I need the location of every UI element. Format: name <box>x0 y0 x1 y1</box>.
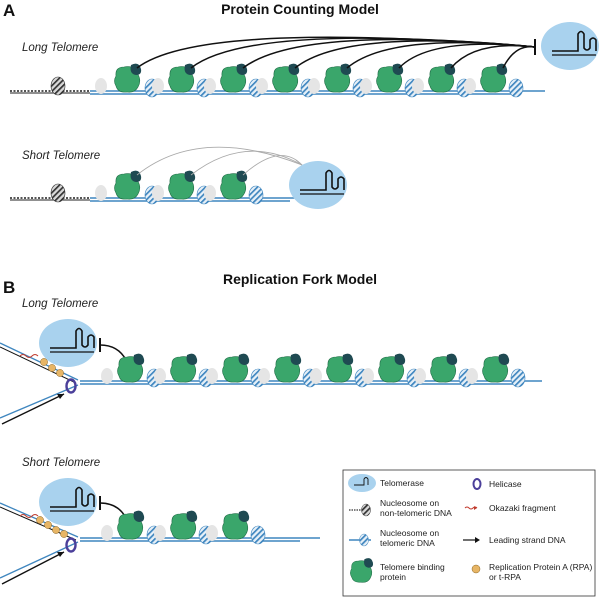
panel-a-title: Protein Counting Model <box>221 1 379 17</box>
legend-rpa-1: Replication Protein A (RPA) <box>489 562 592 572</box>
helicase-short <box>65 537 77 553</box>
legend-rpa-icon <box>471 564 481 574</box>
legend-helicase: Helicase <box>489 479 522 489</box>
panel-b-long-label: Long Telomere <box>22 298 98 310</box>
panel-b-long-inhibition <box>99 338 127 361</box>
legend-nucleosome-gray-icon <box>361 503 371 517</box>
legend-helicase-icon <box>472 478 482 490</box>
panel-a-short-telomerase <box>288 160 348 210</box>
panel-b-long-telomerase <box>38 318 98 368</box>
panel-a-long-telomerase <box>540 21 600 71</box>
legend-rpa-2: or t-RPA <box>489 572 521 582</box>
legend-nuc-telo-1: Nucleosome on <box>380 528 439 538</box>
rpa-chain-short <box>36 516 68 538</box>
legend-telomerase-icon <box>348 474 376 492</box>
legend-nucleosome-blue-icon <box>359 533 369 547</box>
panel-b-title: Replication Fork Model <box>223 271 377 287</box>
legend-telomerase: Telomerase <box>380 478 424 488</box>
legend-tbp-2: protein <box>380 572 406 582</box>
helicase-long <box>65 378 77 394</box>
panel-b-short-telomerase <box>38 477 98 527</box>
legend-nuc-telo-2: telomeric DNA <box>380 538 435 548</box>
panel-a-long-inhibition-arcs <box>136 36 536 69</box>
legend-nuc-nontelo-2: non-telomeric DNA <box>380 508 452 518</box>
panel-a-letter: A <box>3 1 15 20</box>
panel-b-long-array <box>101 353 526 388</box>
panel-a-short-label: Short Telomere <box>22 150 100 162</box>
panel-b-short-label: Short Telomere <box>22 457 100 469</box>
panel-b-letter: B <box>3 278 15 297</box>
legend: Telomerase Helicase Nucleosome on non-te… <box>342 469 596 597</box>
legend-okazaki: Okazaki fragment <box>489 503 556 513</box>
legend-leading: Leading strand DNA <box>489 535 566 545</box>
nucleosome-nontelomeric <box>50 183 66 203</box>
panel-a-long-array <box>95 63 524 98</box>
panel-a-short-inhibition-arcs <box>136 146 309 176</box>
nucleosome-nontelomeric <box>50 76 66 96</box>
panel-b-short-array <box>101 510 266 545</box>
rpa-chain-long <box>40 358 64 377</box>
panel-a-short-array <box>95 170 264 205</box>
legend-tbp-1: Telomere binding <box>380 562 445 572</box>
panel-a-long-label: Long Telomere <box>22 42 98 54</box>
legend-nuc-nontelo-1: Nucleosome on <box>380 498 439 508</box>
legend-tbp-icon <box>350 558 374 583</box>
